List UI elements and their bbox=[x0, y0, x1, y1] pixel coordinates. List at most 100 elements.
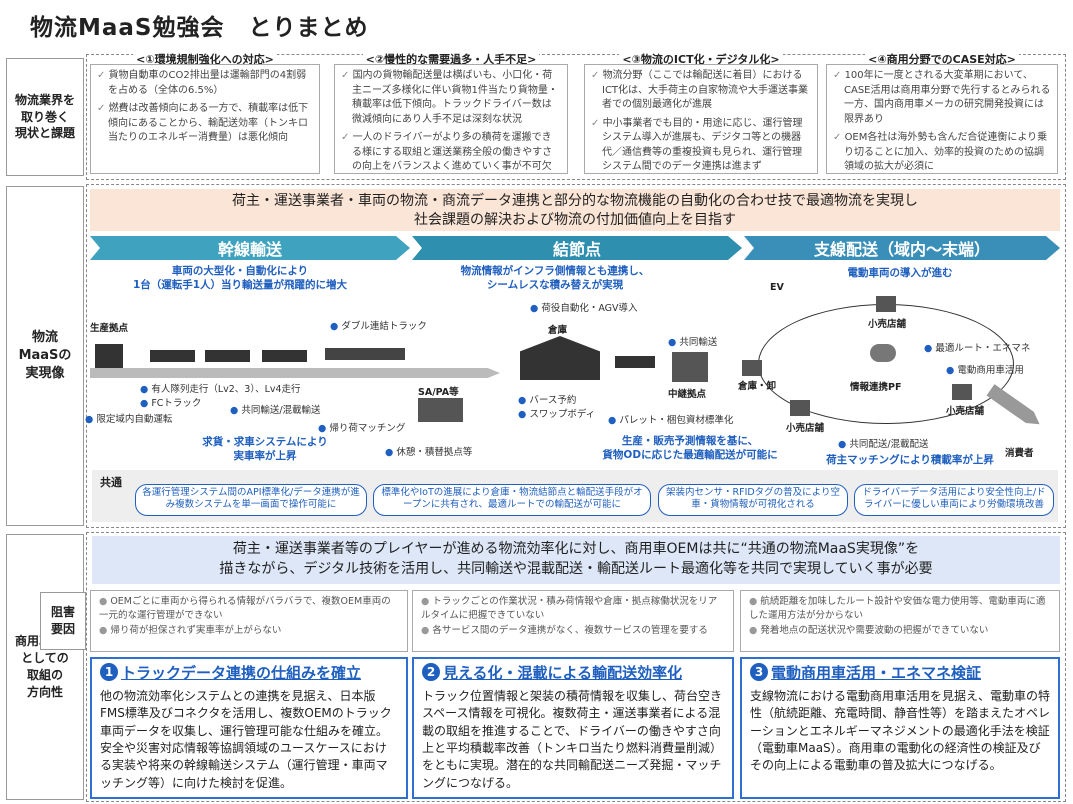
vision-frame bbox=[86, 184, 1066, 528]
page-title: 物流MaaS勉強会 とりまとめ bbox=[30, 15, 369, 41]
issue-box-1: 貨物自動車のCO2排出量は運輸部門の4割弱を占める（全体の6.5%） 燃費は改善傾… bbox=[90, 64, 320, 174]
note-branch: 電動車両の導入が進む bbox=[847, 267, 953, 279]
solution-title-text: 電動商用車活用・エネマネ検証 bbox=[771, 664, 982, 682]
vision-banner: 荷主・運送事業者・車両の物流・商流データ連携と部分的な物流機能の自動化の合わせ技… bbox=[90, 189, 1060, 231]
obstacle-box-3: 航続距離を加味したルート設計や安価な電力使用等、電動車両に適した運用方法が分から… bbox=[740, 590, 1060, 652]
tag-cargo: 荷役自動化・AGV導入 bbox=[530, 300, 637, 314]
issue-box-3: 物流分野（ここでは輸配送に着目）におけるICT化は、大手荷主の自家物流や大手運送… bbox=[584, 64, 818, 174]
solution-body: 支線物流における電動商用車活用を見据え、電動車の特性（航続距離、充電時間、静音性… bbox=[750, 688, 1051, 773]
obstacle-item: トラックごとの作業状況・積み荷情報や倉庫・拠点稼働状況をリアルタイムに把握できて… bbox=[421, 595, 725, 624]
common-item-3: 架装内センサ・RFIDタグの普及により空車・貨物情報が可視化される bbox=[658, 484, 848, 516]
label-direction: 商用車業界 としての 取組の 方向性 bbox=[6, 534, 84, 800]
tag-ev: 電動商用車活用 bbox=[946, 362, 1024, 376]
banner1-line2: 社会課題の解決および物流の付加価値向上を目指す bbox=[414, 211, 736, 228]
tag-joint2: 共同輸送 bbox=[668, 334, 717, 348]
cloud-icon bbox=[870, 344, 896, 362]
obstacle-box-2: トラックごとの作業状況・積み荷情報や倉庫・拠点稼働状況をリアルタイムに把握できて… bbox=[412, 590, 734, 652]
place-wh2: 倉庫・卸 bbox=[738, 381, 777, 392]
solution-body: トラック位置情報と架装の積荷情報を収集し、荷台空きスペース情報を可視化。複数荷主… bbox=[422, 688, 723, 790]
factory-icon bbox=[95, 344, 123, 368]
store-icon-1 bbox=[876, 296, 896, 312]
obstacle-item: 帰り荷が担保されず実車率が上がらない bbox=[99, 624, 399, 638]
note-node: 物流情報がインフラ側情報とも連携し、 シームレスな積み替えが実現 bbox=[460, 265, 650, 292]
tag-mixed: 共同配送/混載配送 bbox=[838, 436, 928, 450]
tag-platoon: 有人隊列走行（Lv2、3）、Lv4走行 bbox=[140, 381, 300, 395]
obstacle-item: 発着地点の配送状況や需要波動の把握ができていない bbox=[749, 624, 1051, 638]
truck-icon-node bbox=[615, 356, 655, 368]
issue-item: 貨物自動車のCO2排出量は運輸部門の4割弱を占める（全体の6.5%） bbox=[97, 69, 313, 98]
issue-header-4: <④商用分野でのCASE対応> bbox=[826, 51, 1058, 67]
stage-trunk: 幹線輸送 bbox=[90, 236, 410, 260]
issue-header-text: <④商用分野でのCASE対応> bbox=[865, 53, 1019, 66]
issue-item: 燃費は改善傾向にある一方で、積載率は低下傾向にあることから、輸配送効率（トンキロ… bbox=[97, 102, 313, 146]
place-store-2: 小売店舗 bbox=[786, 423, 825, 434]
tag-swap: スワップボディ bbox=[518, 406, 595, 420]
store-icon-2 bbox=[790, 400, 810, 416]
place-store-1: 小売店舗 bbox=[868, 319, 907, 330]
solution-title-text: 見える化・混載による輸配送効率化 bbox=[443, 664, 683, 682]
issue-header-2: <②慢性的な需要過多・人手不足> bbox=[334, 51, 568, 67]
banner2-line2: 描きながら、デジタル技術を活用し、共同輸送や混載配送・輸配送ルート最適化等を共同… bbox=[219, 561, 933, 578]
tag-rest: 休憩・積替拠点等 bbox=[385, 444, 472, 458]
solution-number-icon: 2 bbox=[422, 663, 440, 681]
issue-item: 物流分野（ここでは輸配送に着目）におけるICT化は、大手荷主の自家物流や大手運送… bbox=[591, 69, 811, 113]
note-trunk: 車両の大型化・自動化により 1台（運転手1人）当り輸送量が飛躍的に増大 bbox=[132, 265, 348, 292]
truck-icon-1 bbox=[150, 350, 195, 362]
stage-branch: 支線配送（域内～末端） bbox=[744, 236, 1060, 260]
place-store-3: 小売店舗 bbox=[946, 406, 985, 417]
tag-berth: バース予約 bbox=[518, 392, 576, 406]
note-matching: 求貨・求車システムにより 実車率が上昇 bbox=[202, 436, 328, 463]
common-item-4: ドライバーデータ活用により安全性向上/ドライバーに優しい車両により労働環境改善 bbox=[854, 484, 1054, 516]
label-vision: 物流 MaaSの 実現像 bbox=[6, 186, 84, 526]
sapa-icon bbox=[418, 398, 463, 422]
tag-joint: 共同輸送/混載輸送 bbox=[230, 402, 320, 416]
issue-header-text: <①環境規制強化への対応> bbox=[133, 53, 277, 66]
wh2-icon bbox=[742, 360, 762, 376]
truck-icon-2 bbox=[205, 350, 250, 362]
tag-pallet: パレット・梱包資材標準化 bbox=[608, 412, 733, 426]
solution-title-text: トラックデータ連携の仕組みを確立 bbox=[121, 664, 362, 682]
common-label: 共通 bbox=[100, 476, 122, 489]
label-barrier: 阻害 要因 bbox=[40, 592, 86, 650]
place-factory: 生産拠点 bbox=[90, 323, 129, 334]
common-item-2: 標準化やIoTの進展により倉庫・物流結節点と輸配送手段がオープンに共有され、最適… bbox=[373, 484, 651, 516]
issue-item: 中小事業者でも目的・用途に応じ、運行管理システム導入が進展も、デジタコ等との機器… bbox=[591, 117, 811, 174]
issue-header-3: <③物流のICT化・デジタル化> bbox=[584, 51, 818, 67]
note-forecast: 生産・販売予測情報を基に、 貨物ODに応じた最適輸配送が可能に bbox=[602, 435, 778, 462]
banner1-line1: 荷主・運送事業者・車両の物流・商流データ連携と部分的な物流機能の自動化の合わせ技… bbox=[232, 193, 918, 209]
tag-matching: 帰り荷マッチング bbox=[318, 420, 405, 434]
stage-node: 結節点 bbox=[412, 236, 742, 260]
issue-item: 一人のドライバーがより多の積荷を運搬できる様にする取組と運送業務全般の働きやすさ… bbox=[341, 131, 561, 173]
issue-box-4: 100年に一度とされる大変革期において、CASE活用は商用車分野で先行するとみら… bbox=[826, 64, 1058, 174]
place-consumer: 消費者 bbox=[1005, 448, 1034, 459]
place-warehouse: 倉庫 bbox=[548, 325, 568, 336]
issue-box-2: 国内の貨物輸配送量は横ばいも、小口化・荷主ニーズ多様化に伴い貨物1件当たり貨物量… bbox=[334, 64, 568, 174]
issue-item: OEM各社は海外勢も含んだ合従連衡により乗り切ることに加入、効率的投資のための協… bbox=[833, 131, 1051, 173]
place-relay: 中継拠点 bbox=[668, 389, 707, 400]
label-current: 物流業界を 取り巻く 現状と課題 bbox=[6, 58, 84, 176]
obstacle-item: 航続距離を加味したルート設計や安価な電力使用等、電動車両に適した運用方法が分から… bbox=[749, 595, 1051, 624]
solution-number-icon: 3 bbox=[750, 663, 768, 681]
tag-fc: FCトラック bbox=[140, 395, 201, 409]
store-icon-3 bbox=[952, 384, 972, 400]
place-pf: 情報連携PF bbox=[850, 382, 902, 393]
note-load: 荷主マッチングにより積載率が上昇 bbox=[826, 454, 994, 466]
obstacle-item: 各サービス間のデータ連携がなく、複数サービスの管理を要する bbox=[421, 624, 725, 638]
common-item-1: 各運行管理システム間のAPI標準化/データ連携が進み複数システムを単一画面で操作… bbox=[135, 484, 367, 516]
obstacle-box-1: OEMごとに車両から得られる情報がバラバラで、複数OEM車両の一元的な運行管理が… bbox=[90, 590, 408, 652]
place-sapa: SA/PA等 bbox=[418, 387, 459, 398]
issue-header-1: <①環境規制強化への対応> bbox=[90, 51, 320, 67]
place-ev: EV bbox=[770, 282, 784, 293]
obstacle-item: OEMごとに車両から得られる情報がバラバラで、複数OEM車両の一元的な運行管理が… bbox=[99, 595, 399, 624]
banner2-line1: 荷主・運送事業者等のプレイヤーが進める物流効率化に対し、商用車OEMは共に“共通… bbox=[232, 541, 920, 557]
solution-number-icon: 1 bbox=[100, 663, 118, 681]
issue-header-text: <③物流のICT化・デジタル化> bbox=[619, 53, 783, 66]
tag-double: ダブル連結トラック bbox=[330, 318, 427, 332]
issue-item: 国内の貨物輸配送量は横ばいも、小口化・荷主ニーズ多様化に伴い貨物1件当たり貨物量… bbox=[341, 69, 561, 127]
